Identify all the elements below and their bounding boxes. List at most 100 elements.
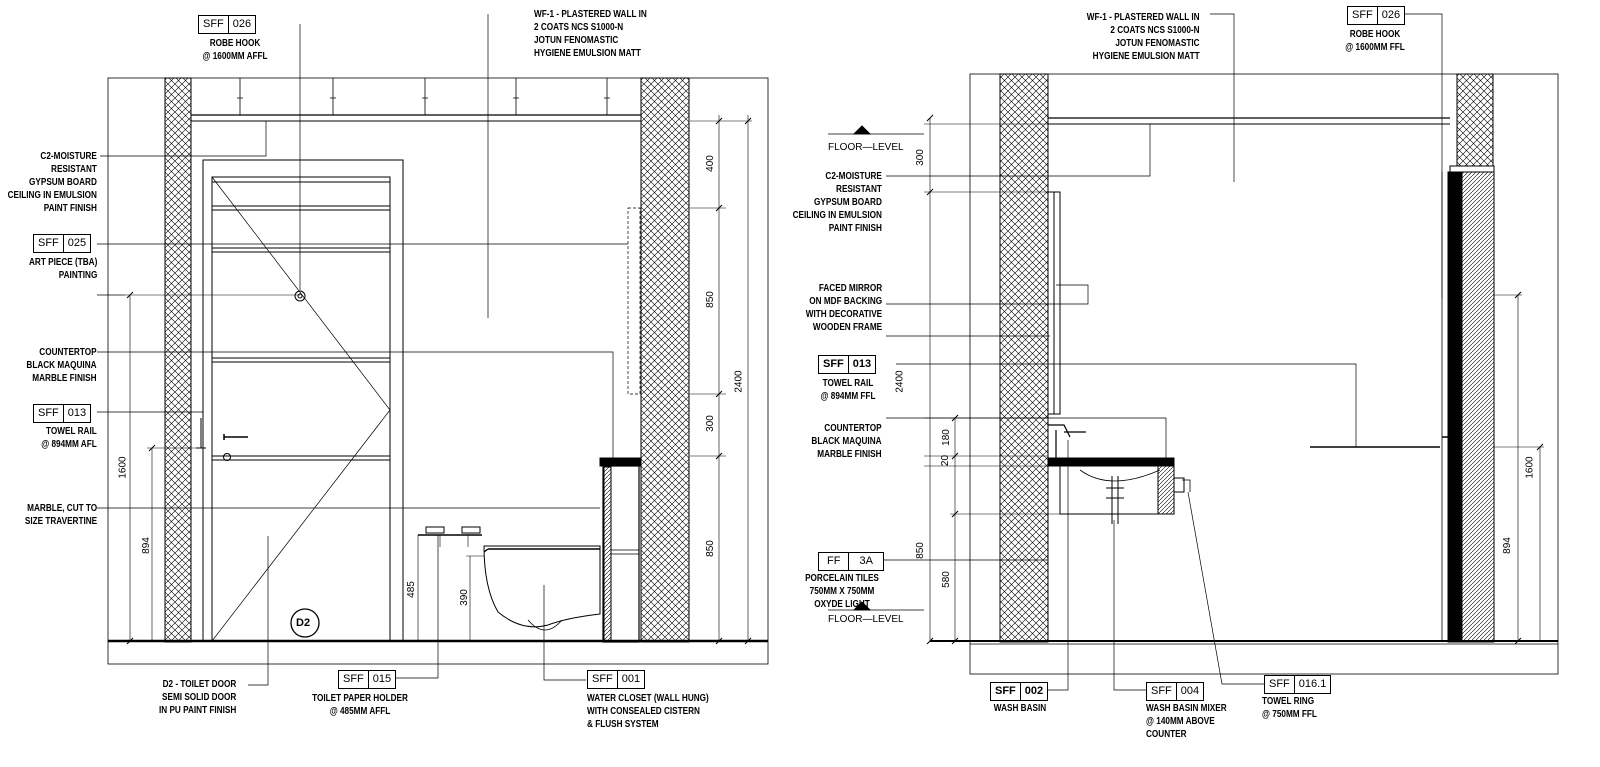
tag-code: FF <box>827 555 841 567</box>
note-line: WASH BASIN <box>993 703 1047 714</box>
note-line: WF-1 - PLASTERED WALL IN <box>1087 12 1200 23</box>
dim-390: 390 <box>458 589 470 606</box>
door-leaf <box>211 176 391 642</box>
note-line: TOILET PAPER HOLDER <box>312 693 408 704</box>
floor-level-label-top: FLOOR—LEVEL <box>828 142 904 153</box>
dim-850-right: 850 <box>914 542 926 559</box>
note-line: WATER CLOSET (WALL HUNG) <box>587 693 709 704</box>
door-frame <box>202 159 404 642</box>
tag-num: 016.1 <box>1293 676 1331 693</box>
note-line: ROBE HOOK <box>1349 29 1401 40</box>
note-line: C2-MOISTURE <box>40 151 97 162</box>
dim-850-upper: 850 <box>704 291 716 308</box>
note-line: 2 COATS NCS S1000-N <box>1110 25 1200 36</box>
note-line: COUNTERTOP <box>39 347 97 358</box>
tag-num: 025 <box>62 235 90 252</box>
note-line: @ 894MM AFL <box>41 439 97 450</box>
note-line: WF-1 - PLASTERED WALL IN <box>534 9 647 20</box>
note-line: @ 1600MM AFFL <box>202 51 268 62</box>
note-countertop-right: COUNTERTOP BLACK MAQUINA MARBLE FINISH <box>812 422 882 461</box>
note-line: RESISTANT <box>836 184 882 195</box>
note-towel-rail-right: TOWEL RAIL @ 894MM FFL <box>815 377 881 403</box>
dim-2400: 2400 <box>733 370 745 393</box>
note-line: WITH DECORATIVE <box>805 309 882 320</box>
note-line: SIZE TRAVERTINE <box>24 516 97 527</box>
note-line: FACED MIRROR <box>818 283 882 294</box>
tag-num: 004 <box>1175 683 1203 700</box>
note-line: WITH CONSEALED CISTERN <box>587 706 700 717</box>
note-line: GYPSUM BOARD <box>814 197 882 208</box>
dim-485: 485 <box>405 581 417 598</box>
tag-num: 002 <box>1019 683 1047 700</box>
tag-num: 001 <box>616 671 644 688</box>
tag-code: SFF <box>38 407 59 419</box>
note-line: ON MDF BACKING <box>809 296 882 307</box>
note-line: @ 750MM FFL <box>1262 709 1317 720</box>
note-line: WOODEN FRAME <box>812 322 882 333</box>
note-line: MARBLE FINISH <box>32 373 97 384</box>
note-line: WASH BASIN MIXER <box>1146 703 1227 714</box>
note-wall-finish-left: WF-1 - PLASTERED WALL IN 2 COATS NCS S10… <box>534 8 647 60</box>
note-line: GYPSUM BOARD <box>29 177 97 188</box>
note-line: CEILING IN EMULSION <box>792 210 882 221</box>
note-line: HYGIENE EMULSION MATT <box>1093 51 1200 62</box>
note-line: PAINT FINISH <box>828 223 882 234</box>
dim-400: 400 <box>704 155 716 172</box>
note-wall-finish-right: WF-1 - PLASTERED WALL IN 2 COATS NCS S10… <box>1087 11 1200 63</box>
note-robe-hook-right: ROBE HOOK @ 1600MM FFL <box>1338 28 1412 54</box>
dim-2400-right: 2400 <box>894 370 906 393</box>
note-line: D2 - TOILET DOOR <box>162 679 236 690</box>
water-closet-body <box>483 545 601 628</box>
note-line: COUNTER <box>1146 729 1187 740</box>
note-wash-basin: WASH BASIN <box>987 702 1053 715</box>
leader-lines-left <box>97 14 628 686</box>
note-line: 750MM X 750MM <box>809 586 875 597</box>
tag-code: SFF <box>38 237 59 249</box>
note-line: CEILING IN EMULSION <box>7 190 97 201</box>
dim-1600: 1600 <box>117 456 129 479</box>
dim-850-lower: 850 <box>704 540 716 557</box>
note-art-piece: ART PIECE (TBA) PAINTING <box>29 256 97 282</box>
robe-hook-symbol <box>294 290 306 302</box>
left-elevation <box>97 14 769 686</box>
note-paper-holder: TOILET PAPER HOLDER @ 485MM AFFL <box>311 692 409 718</box>
note-line: IN PU PAINT FINISH <box>158 705 236 716</box>
tag-tiles: FF 3A <box>818 552 884 571</box>
note-water-closet: WATER CLOSET (WALL HUNG) WITH CONSEALED … <box>587 692 709 731</box>
tag-num: 3A <box>848 553 882 570</box>
tag-num: 013 <box>847 356 875 373</box>
tag-code: SFF <box>203 18 224 30</box>
note-line: TOWEL RAIL <box>822 378 874 389</box>
note-line: @ 140MM ABOVE <box>1146 716 1215 727</box>
note-line: PAINTING <box>58 270 97 281</box>
tag-num: 026 <box>227 16 255 33</box>
art-piece-outline <box>627 207 641 395</box>
note-line: HYGIENE EMULSION MATT <box>534 48 641 59</box>
tag-code: SFF <box>1151 685 1172 697</box>
note-line: ROBE HOOK <box>209 38 261 49</box>
note-line: PORCELAIN TILES <box>805 573 879 584</box>
dim-894-right: 894 <box>1501 537 1513 554</box>
note-line: @ 1600MM FFL <box>1345 42 1405 53</box>
note-towel-ring: TOWEL RING @ 750MM FFL <box>1262 695 1317 721</box>
tag-code: SFF <box>1352 9 1373 21</box>
note-towel-rail-left: TOWEL RAIL @ 894MM AFL <box>41 425 97 451</box>
note-door: D2 - TOILET DOOR SEMI SOLID DOOR IN PU P… <box>159 678 236 717</box>
tag-code: SFF <box>343 673 364 685</box>
tag-code: SFF <box>823 358 844 370</box>
dim-894: 894 <box>140 537 152 554</box>
note-line: BLACK MAQUINA <box>26 360 97 371</box>
note-line: @ 894MM FFL <box>820 391 876 402</box>
note-line: BLACK MAQUINA <box>811 436 882 447</box>
floor-level-label-bottom: FLOOR—LEVEL <box>828 614 904 625</box>
door-tag-label: D2 <box>296 617 311 629</box>
tag-code: SFF <box>1269 678 1290 690</box>
dim-1600-right: 1600 <box>1524 456 1536 479</box>
